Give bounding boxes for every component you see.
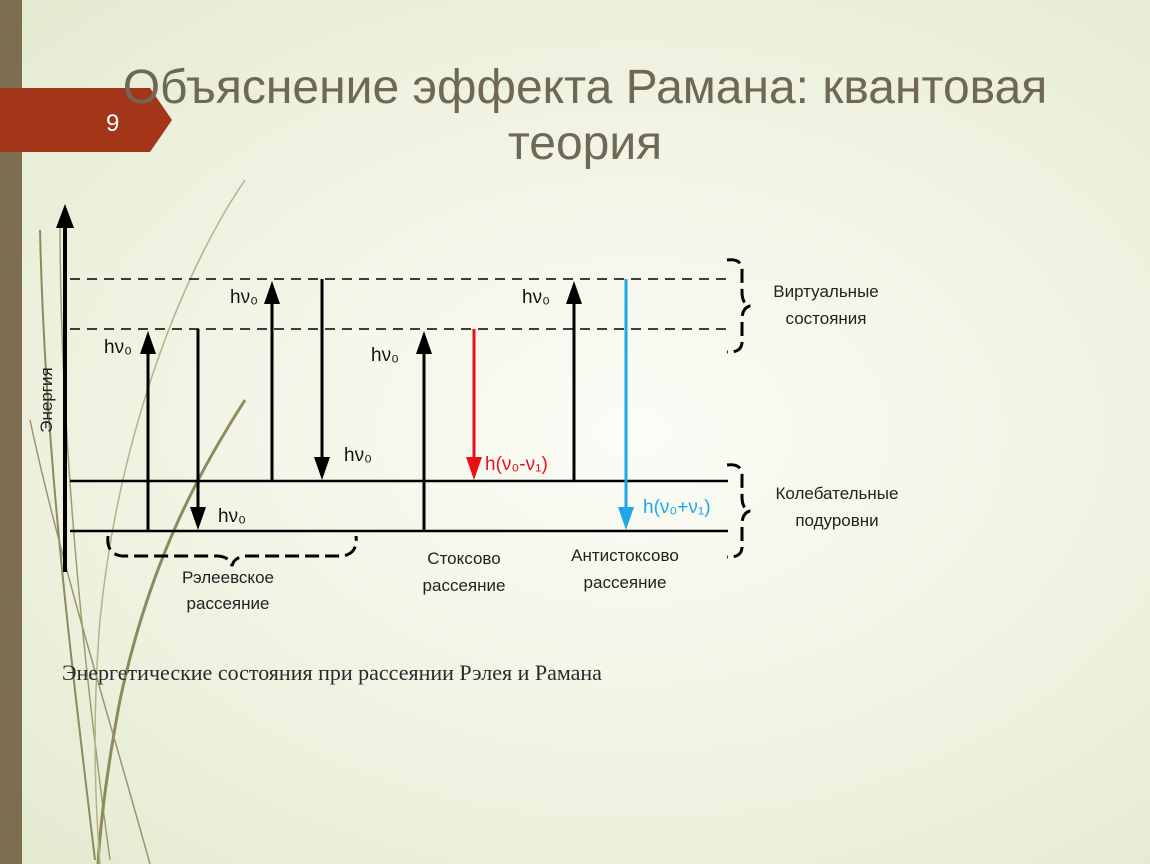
photon-label-stokes-up: hν₀: [371, 345, 399, 366]
antistokes-emission-label: h(ν₀+ν₁): [643, 497, 711, 518]
left-accent-bar: [0, 0, 22, 864]
rayleigh-brace: [106, 535, 358, 567]
antistokes-label-line-2: рассеяние: [584, 573, 667, 592]
photon-label-rayleigh-up-2: hν₀: [230, 287, 258, 308]
virtual-states-label-line-2: состояния: [786, 309, 867, 328]
antistokes-label-line-1: Антистоксово: [571, 546, 679, 565]
energy-axis: [56, 204, 74, 572]
photon-label-rayleigh-up: hν₀: [104, 337, 132, 358]
slide-title-line-2: теория: [507, 117, 663, 170]
slide-title-line-1: Объяснение эффекта Рамана: квантовая: [122, 61, 1048, 114]
slide-title: Объяснение эффекта Рамана: квантовая тео…: [40, 60, 1130, 172]
stokes-label-line-1: Стоксово: [427, 549, 500, 568]
energy-axis-label: Энергия: [37, 367, 56, 432]
slide-number-badge: [0, 88, 172, 152]
virtual-states-brace: [726, 258, 751, 354]
virtual-states-label-line-1: Виртуальные: [773, 282, 879, 301]
vibrational-levels-brace: [726, 463, 751, 559]
photon-label-rayleigh-down-2: hν₀: [344, 445, 372, 466]
antistokes-emission-arrow: [618, 279, 634, 530]
vibrational-levels-label-line-1: Колебательные: [776, 484, 899, 503]
slide-number: 9: [106, 110, 120, 137]
photon-label-rayleigh-down: hν₀: [218, 506, 246, 527]
rayleigh-label-line-1: Рэлеевское: [182, 568, 274, 587]
vibrational-levels-label-line-2: подуровни: [795, 511, 878, 530]
stokes-emission-arrow: [466, 329, 482, 480]
rayleigh-label-line-2: рассеяние: [187, 594, 270, 613]
photon-label-antistokes-up: hν₀: [522, 287, 550, 308]
figure-caption: Энергетические состояния при рассеянии Р…: [62, 660, 602, 685]
stokes-label-line-2: рассеяние: [423, 576, 506, 595]
stokes-emission-label: h(ν₀-ν₁): [485, 454, 548, 475]
